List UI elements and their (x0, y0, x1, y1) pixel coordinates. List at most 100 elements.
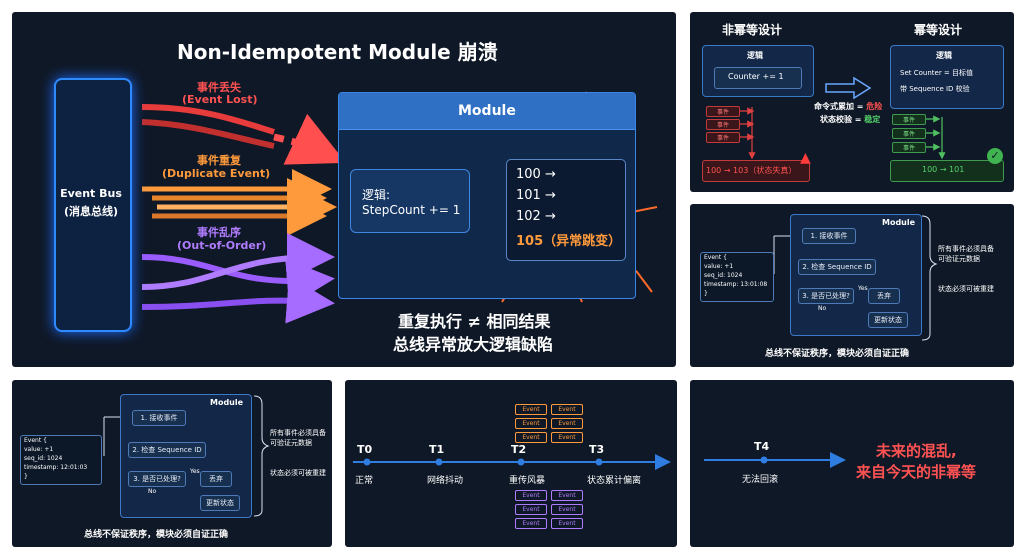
flow-left-caption: 总线不保证秩序，模块必须自证正确 (84, 530, 229, 540)
right-result: 100 → 101 (922, 165, 965, 174)
timeline-stage-label: 网络抖动 (427, 476, 464, 486)
event-bus-label: Event Bus (60, 187, 122, 200)
module-box (338, 92, 636, 299)
timeline-dot (435, 458, 443, 466)
main-title: Non-Idempotent Module 崩溃 (177, 40, 498, 64)
out-of-order-label-cn: 事件乱序 (197, 226, 241, 239)
flow-panel-right: Module Event { value: +1 seq_id: 1024 ti… (690, 204, 1014, 367)
step-check-seq: 2. 检查 Sequence ID (128, 442, 206, 458)
event-bus (54, 78, 132, 332)
step-receive: 1. 接收事件 (802, 228, 856, 244)
duplicate-label-cn: 事件重复 (197, 154, 241, 167)
future-headline-2: 来自今天的非幂等 (856, 463, 977, 481)
event-chip: Event (551, 418, 583, 429)
event-chip: Event (515, 404, 547, 415)
event-chip: 事件 (892, 142, 926, 153)
output-line: 100 → (516, 167, 556, 182)
no-label: No (818, 305, 827, 312)
note-metadata: 所有事件必须具备 可验证元数据 (270, 429, 326, 447)
right-result-box (890, 160, 1004, 182)
out-of-order-label-en: (Out-of-Order) (177, 239, 267, 252)
flow-right-module-title: Module (882, 218, 916, 227)
main-caption-1: 重复执行 ≠ 相同结果 (398, 312, 551, 331)
note-rebuild: 状态必须可被重建 (938, 285, 994, 293)
flow-right-caption: 总线不保证秩序，模块必须自证正确 (765, 349, 910, 359)
event-line: value: +1 (24, 446, 54, 453)
warning-icon: ▲ (800, 150, 811, 166)
timeline-dot (595, 458, 603, 466)
main-caption-2: 总线异常放大逻辑缺陷 (393, 335, 554, 354)
event-chip: Event (515, 504, 547, 515)
output-box (506, 159, 626, 261)
yes-label: Yes (858, 285, 868, 292)
middle-line-1: 命令式累加 = 危险 (814, 102, 883, 111)
event-chip: Event (551, 432, 583, 443)
timeline-dot (363, 458, 371, 466)
right-logic-line2: 带 Sequence ID 校验 (900, 85, 970, 93)
left-logic-title: 逻辑 (747, 51, 763, 60)
right-logic-box (890, 45, 1004, 109)
lost-label-cn: 事件丢失 (197, 81, 241, 94)
flow-left-module-title: Module (210, 398, 244, 407)
middle-line-2: 状态校验 = 稳定 (820, 115, 881, 124)
output-line: 101 → (516, 188, 556, 203)
future-headline-1: 未来的混乱, (876, 442, 957, 460)
event-chip: Event (551, 504, 583, 515)
event-chip: Event (515, 518, 547, 529)
timeline-stage-label: 正常 (355, 476, 374, 486)
duplicate-label-en: (Duplicate Event) (162, 167, 271, 180)
future-panel: T4 无法回滚 未来的混乱, 来自今天的非幂等 (690, 380, 1014, 547)
flow-left-event-box (20, 435, 102, 485)
timeline-time-label: T0 (357, 443, 373, 456)
yes-label: Yes (190, 468, 200, 475)
idempotent-title: 幂等设计 (914, 23, 963, 37)
logic-code: StepCount += 1 (362, 203, 461, 217)
timeline-time-label: T3 (589, 443, 605, 456)
main-panel: Non-Idempotent Module 崩溃 Event Bus (消息总线… (12, 12, 676, 367)
non-idempotent-title: 非幂等设计 (722, 23, 783, 37)
step-processed: 3. 是否已处理? (798, 288, 854, 304)
step-processed: 3. 是否已处理? (128, 471, 186, 487)
event-chip: Event (515, 490, 547, 501)
event-chip: 事件 (892, 128, 926, 139)
lost-stream-arrow-2 (141, 119, 275, 149)
step-check-seq: 2. 检查 Sequence ID (798, 259, 876, 275)
event-chip: 事件 (706, 119, 740, 130)
event-line: seq_id: 1024 (704, 272, 743, 279)
event-chip: Event (551, 518, 583, 529)
event-chip: Event (515, 432, 547, 443)
update-box: 更新状态 (200, 495, 240, 511)
module-title: Module (458, 103, 516, 119)
no-label: No (148, 488, 157, 495)
event-chip: 事件 (706, 106, 740, 117)
transition-arrow (825, 76, 872, 100)
lost-stream-dashes (273, 113, 347, 165)
discard-box: 丢弃 (200, 471, 232, 487)
update-box: 更新状态 (868, 312, 908, 328)
flow-right-event-box (700, 252, 774, 302)
right-logic-line1: Set Counter = 目标值 (900, 69, 974, 77)
lost-label-en: (Event Lost) (182, 93, 258, 106)
event-line: value: +1 (704, 263, 734, 270)
danger-label: 危险 (866, 102, 883, 111)
output-line: 102 → (516, 209, 556, 224)
event-line: timestamp: 12:01:03 (24, 464, 88, 471)
event-line: seq_id: 1024 (24, 455, 63, 462)
flow-panel-left: Module Event { value: +1 seq_id: 1024 ti… (12, 380, 332, 547)
event-line: } (704, 290, 708, 297)
check-icon: ✓ (987, 148, 1003, 164)
event-chip: Event (551, 490, 583, 501)
compare-panel: 非幂等设计 幂等设计 逻辑 Counter += 1 逻辑 Set Counte… (690, 12, 1014, 192)
note-metadata: 所有事件必须具备 可验证元数据 (938, 245, 994, 263)
event-chip: Event (515, 418, 547, 429)
logic-box (350, 169, 470, 233)
timeline-time-label: T1 (429, 443, 445, 456)
note-rebuild: 状态必须可被重建 (270, 469, 326, 477)
event-line: timestamp: 13:01:08 (704, 281, 768, 288)
future-dot (760, 456, 768, 464)
event-line: Event { (704, 254, 727, 261)
discard-box: 丢弃 (868, 288, 900, 304)
future-label: 无法回滚 (742, 475, 779, 485)
left-result: 100 → 103（状态失真） (706, 166, 797, 175)
